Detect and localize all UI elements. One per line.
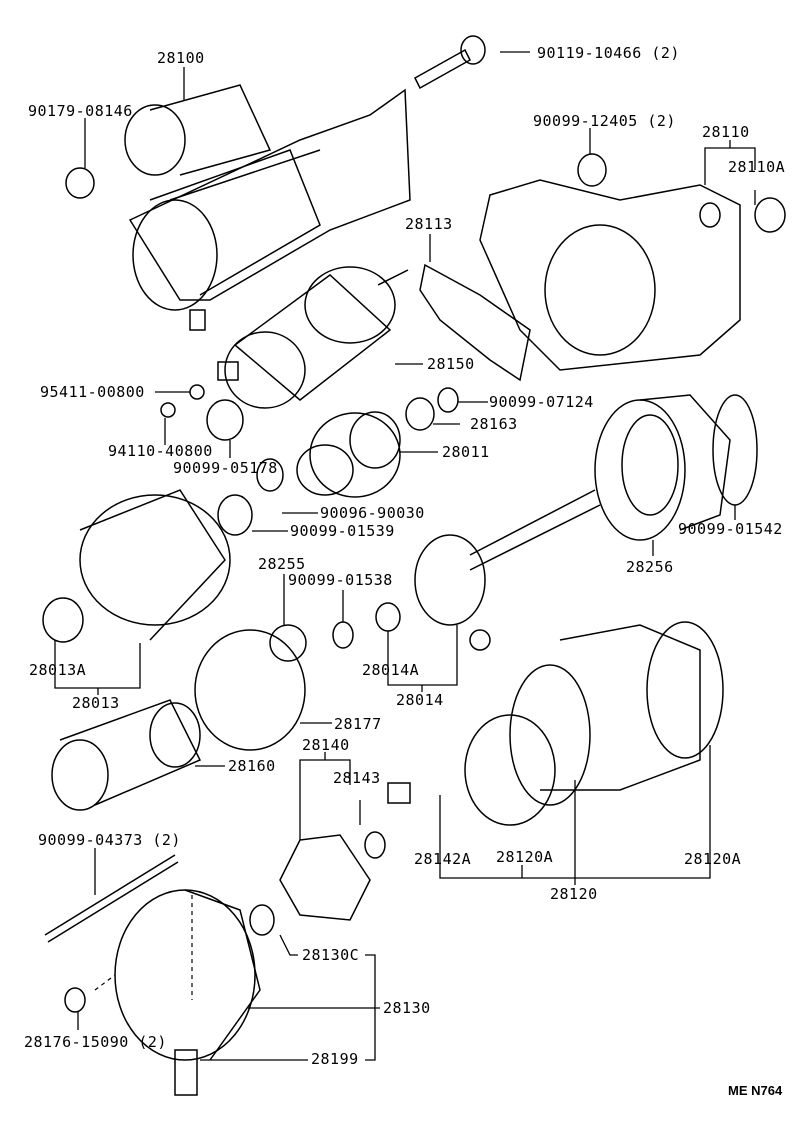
label-28130C: 28130C xyxy=(302,946,360,964)
label-28255: 28255 xyxy=(258,555,306,573)
gear-28255 xyxy=(269,624,307,662)
bushing-28130C xyxy=(249,904,275,936)
field-frame-28120 xyxy=(464,621,724,826)
label-90099-01538: 90099-01538 xyxy=(288,571,393,589)
label-28013: 28013 xyxy=(72,694,120,712)
label-90099-01542: 90099-01542 xyxy=(678,520,783,538)
clutch-28011 xyxy=(296,411,401,498)
cap-28199 xyxy=(174,1049,198,1096)
washer-small xyxy=(469,629,491,651)
label-28256: 28256 xyxy=(626,558,674,576)
nut-90179 xyxy=(65,167,95,199)
ring-28110A xyxy=(754,197,786,233)
diagram-code: ME N764 xyxy=(728,1083,783,1098)
brush-28142A xyxy=(387,782,411,804)
label-95411-00800: 95411-00800 xyxy=(40,383,145,401)
label-90179-08146: 90179-08146 xyxy=(28,102,133,120)
bushing-28014A xyxy=(375,602,401,632)
label-28163: 28163 xyxy=(470,415,518,433)
label-28120A-right: 28120A xyxy=(684,850,742,868)
housing-28110 xyxy=(479,179,741,371)
label-28199: 28199 xyxy=(311,1050,359,1068)
nut-94110 xyxy=(160,402,176,418)
label-28120: 28120 xyxy=(550,885,598,903)
label-28140: 28140 xyxy=(302,736,350,754)
bushing-90099-12405 xyxy=(577,153,607,187)
solenoid-28150 xyxy=(217,266,409,409)
lever-28113 xyxy=(419,263,531,382)
clip-90099-07124 xyxy=(437,387,459,413)
leader-lines xyxy=(54,51,756,1061)
shaft-28014 xyxy=(414,489,601,626)
label-90099-04373: 90099-04373 (2) xyxy=(38,831,181,849)
label-90099-12405: 90099-12405 (2) xyxy=(533,112,676,130)
bearing-28163 xyxy=(405,397,435,431)
label-28143: 28143 xyxy=(333,769,381,787)
armature-28160 xyxy=(51,699,202,811)
label-28130: 28130 xyxy=(383,999,431,1017)
label-28013A: 28013A xyxy=(29,661,87,679)
spring-28143 xyxy=(364,831,386,859)
internal-gear-28256 xyxy=(594,394,731,541)
label-28011: 28011 xyxy=(442,443,490,461)
ring-90096 xyxy=(256,458,284,492)
label-28150: 28150 xyxy=(427,355,475,373)
plate-28177 xyxy=(194,629,306,751)
bolt-90119 xyxy=(414,35,486,90)
yoke-28013 xyxy=(79,489,231,641)
label-90099-01539: 90099-01539 xyxy=(290,522,395,540)
washer-90099-01542 xyxy=(712,394,758,506)
label-94110-40800: 94110-40800 xyxy=(108,442,213,460)
nut-90099-05178 xyxy=(206,399,244,441)
washer-95411 xyxy=(189,384,205,400)
label-90099-07124: 90099-07124 xyxy=(489,393,594,411)
label-28100: 28100 xyxy=(157,49,205,67)
label-28142A: 28142A xyxy=(414,850,472,868)
label-90119-10466: 90119-10466 (2) xyxy=(537,44,680,62)
bushing-28013A xyxy=(42,597,84,643)
label-28176-15090: 28176-15090 (2) xyxy=(24,1033,167,1051)
label-28110A: 28110A xyxy=(728,158,786,176)
label-28110: 28110 xyxy=(702,123,750,141)
label-28014: 28014 xyxy=(396,691,444,709)
washer-90099-01538 xyxy=(332,621,354,649)
label-28113: 28113 xyxy=(405,215,453,233)
screw-28176 xyxy=(64,987,86,1013)
bolt-90099-04373 xyxy=(44,854,179,943)
label-28120A-center: 28120A xyxy=(496,848,554,866)
starter-assembly xyxy=(124,84,411,331)
label-28014A: 28014A xyxy=(362,661,420,679)
label-90099-05178: 90099-05178 xyxy=(173,459,278,477)
label-28177: 28177 xyxy=(334,715,382,733)
washer-90099-01539 xyxy=(217,494,253,536)
label-28160: 28160 xyxy=(228,757,276,775)
label-90096-90030: 90096-90030 xyxy=(320,504,425,522)
brush-holder-28140 xyxy=(279,834,371,921)
